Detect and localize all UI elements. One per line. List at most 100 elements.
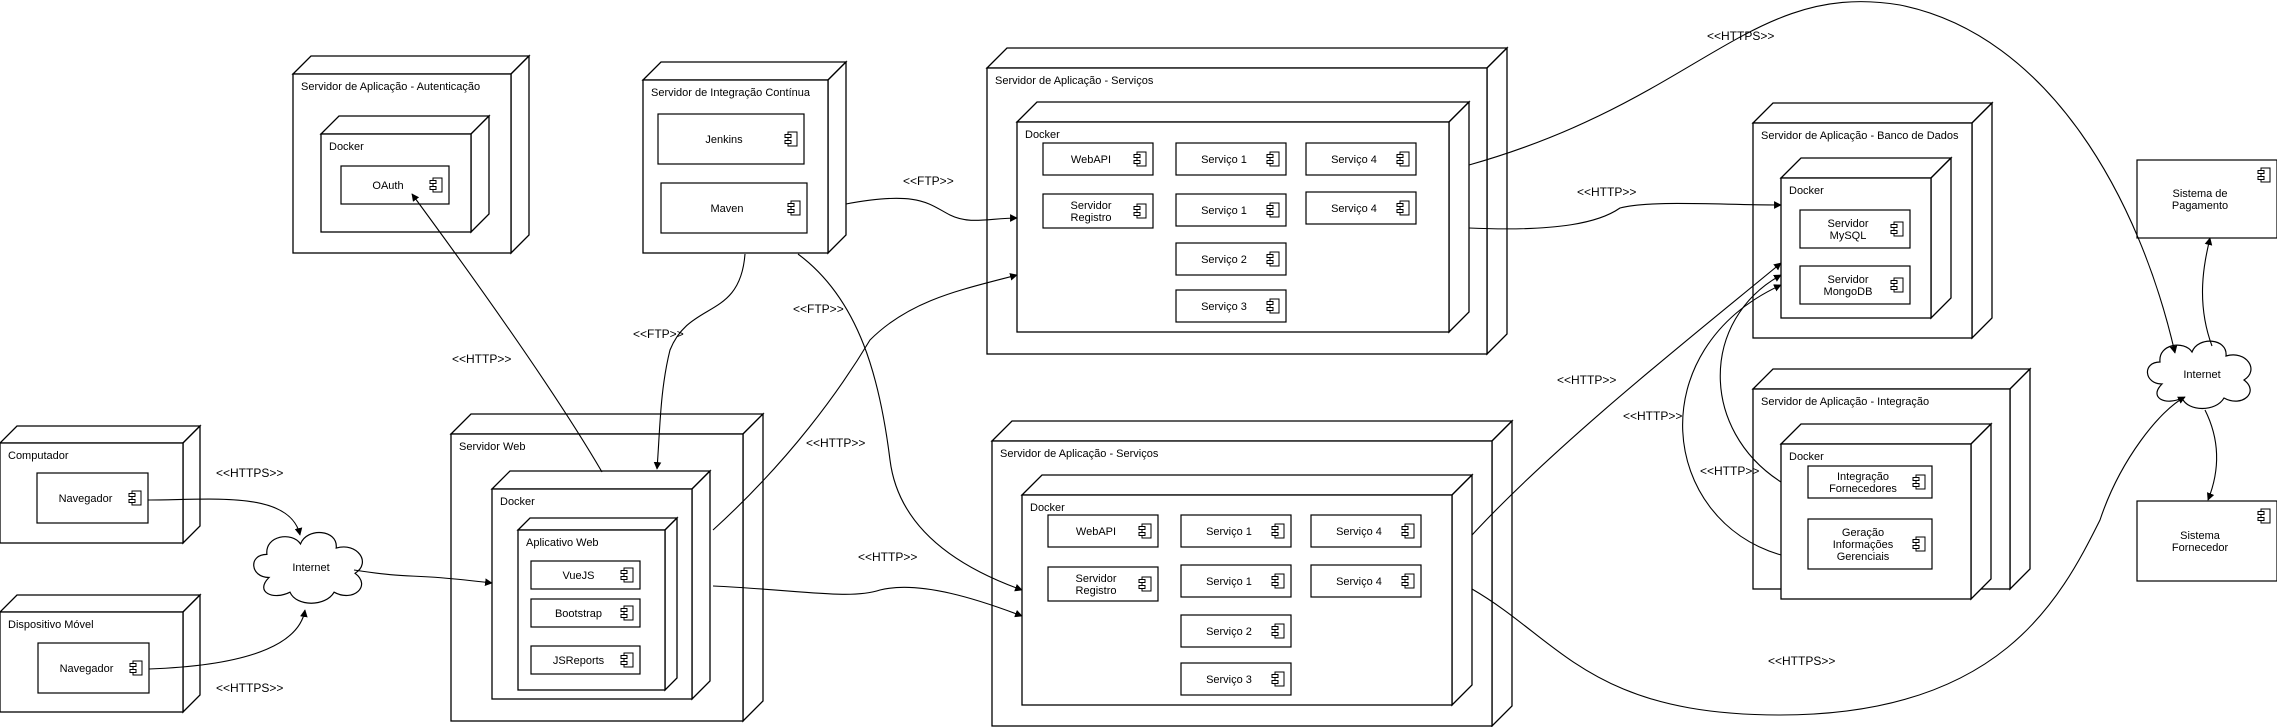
component-icon [429,177,443,193]
component-servidor-registro-2-label: Registro [1076,585,1117,597]
node-services-1-docker-top-face [1015,101,1471,123]
component-icon [1401,523,1415,539]
component-geracao-informacoes-label: Geração [1842,527,1884,539]
component-servico2-1-label: Serviço 2 [1201,254,1247,266]
component-geracao-informacoes-label: Gerenciais [1837,551,1890,563]
component-servico1b-1[interactable]: Serviço 1 [1175,193,1287,227]
node-services-2-docker-title: Docker [1030,502,1065,514]
component-maven[interactable]: Maven [660,182,808,234]
component-servico2-2[interactable]: Serviço 2 [1180,614,1292,648]
label-http-auth: <<HTTP>> [452,352,511,366]
component-navegador-computador-label: Navegador [59,493,113,505]
component-servico1a-1[interactable]: Serviço 1 [1175,142,1287,176]
component-servico3-1[interactable]: Serviço 3 [1175,289,1287,323]
node-servidor-web-title: Servidor Web [459,441,525,453]
label-http-web-services1: <<HTTP>> [806,436,865,450]
node-servidor-web-docker-top-face [490,470,712,490]
node-services-1-top-face [985,47,1509,69]
label-https-bottom: <<HTTPS>> [1768,654,1835,668]
node-integ-side-face [2009,367,2031,591]
component-vuejs[interactable]: VueJS [530,560,641,590]
label-http-web-services2: <<HTTP>> [858,550,917,564]
component-icon [1266,298,1280,314]
component-navegador-movel-label: Navegador [60,663,114,675]
component-mongodb-label: MongoDB [1824,286,1873,298]
component-icon [1266,151,1280,167]
node-db-title: Servidor de Aplicação - Banco de Dados [1761,130,1959,142]
component-icon [1890,221,1904,237]
component-icon [1138,576,1152,592]
component-servidor-registro-2-label: Servidor [1076,573,1117,585]
label-ftp-maven: <<FTP>> [903,174,954,188]
label-http-geracao-db: <<HTTP>> [1700,464,1759,478]
component-icon [787,200,801,216]
node-auth-title: Servidor de Aplicação - Autenticação [301,81,480,93]
component-navegador-movel[interactable]: Navegador [37,642,150,694]
component-navegador-computador[interactable]: Navegador [36,472,149,524]
component-servico1a-2[interactable]: Serviço 1 [1180,514,1292,548]
component-servico4a-2[interactable]: Serviço 4 [1310,514,1422,548]
component-sistema-fornecedor-label: Fornecedor [2172,542,2229,554]
node-db-top-face [1751,102,1994,124]
component-icon [1138,523,1152,539]
component-sistema-fornecedor-label: Sistema [2180,530,2221,542]
component-servidor-registro-1-label: Registro [1071,212,1112,224]
component-servico4a-2-label: Serviço 4 [1336,526,1382,538]
node-services-1-side-face [1486,46,1508,356]
component-servico3-2-label: Serviço 3 [1206,674,1252,686]
component-webapi-2[interactable]: WebAPI [1047,514,1159,548]
component-icon [1396,200,1410,216]
internet-cloud-left-label: Internet [292,562,329,574]
node-integ-docker-top-face [1779,423,1993,445]
component-webapi-1[interactable]: WebAPI [1042,142,1154,176]
component-jsreports[interactable]: JSReports [530,645,641,675]
component-servico1b-2-label: Serviço 1 [1206,576,1252,588]
component-servico2-2-label: Serviço 2 [1206,626,1252,638]
component-servico2-1[interactable]: Serviço 2 [1175,242,1287,276]
node-auth-docker-top-face [319,115,491,135]
component-icon [1271,523,1285,539]
component-icon [128,490,142,506]
component-servico4b-2[interactable]: Serviço 4 [1310,564,1422,598]
node-services-2-docker-top-face [1020,474,1474,496]
component-servico4a-1[interactable]: Serviço 4 [1305,142,1417,176]
component-sistema-pagamento-label: Sistema de [2172,188,2227,200]
label-http-services2-db: <<HTTP>> [1557,373,1616,387]
component-servico1a-2-label: Serviço 1 [1206,526,1252,538]
edge-internet-sistema-pagamento [2201,237,2213,347]
component-jsreports-label: JSReports [553,655,605,667]
component-icon [1396,151,1410,167]
component-icon [1271,671,1285,687]
node-integ-top-face [1751,368,2032,390]
label-https-computador: <<HTTPS>> [216,466,283,480]
node-dispositivo-movel-side-face [182,593,201,714]
node-servidor-web-docker-side-face [691,469,711,701]
node-ci-title: Servidor de Integração Contínua [651,87,811,99]
component-mysql-label: Servidor [1828,218,1869,230]
component-icon [620,652,634,668]
component-oauth-label: OAuth [372,180,403,192]
label-https-movel: <<HTTPS>> [216,681,283,695]
component-servico1b-2[interactable]: Serviço 1 [1180,564,1292,598]
component-servico3-2[interactable]: Serviço 3 [1180,662,1292,696]
node-servidor-web-top-face [449,413,765,435]
component-jenkins[interactable]: Jenkins [657,113,805,165]
component-servico4b-1[interactable]: Serviço 4 [1305,191,1417,225]
component-integracao-fornecedores-label: Integração [1837,471,1889,483]
node-aplicativo-web-side-face [664,516,678,692]
component-oauth[interactable]: OAuth [340,165,450,205]
component-bootstrap[interactable]: Bootstrap [530,598,641,628]
node-computador-top-face [0,425,202,444]
component-icon [620,567,634,583]
label-https-top: <<HTTPS>> [1707,29,1774,43]
label-http-services1-db: <<HTTP>> [1577,185,1636,199]
node-computador-title: Computador [8,450,69,462]
